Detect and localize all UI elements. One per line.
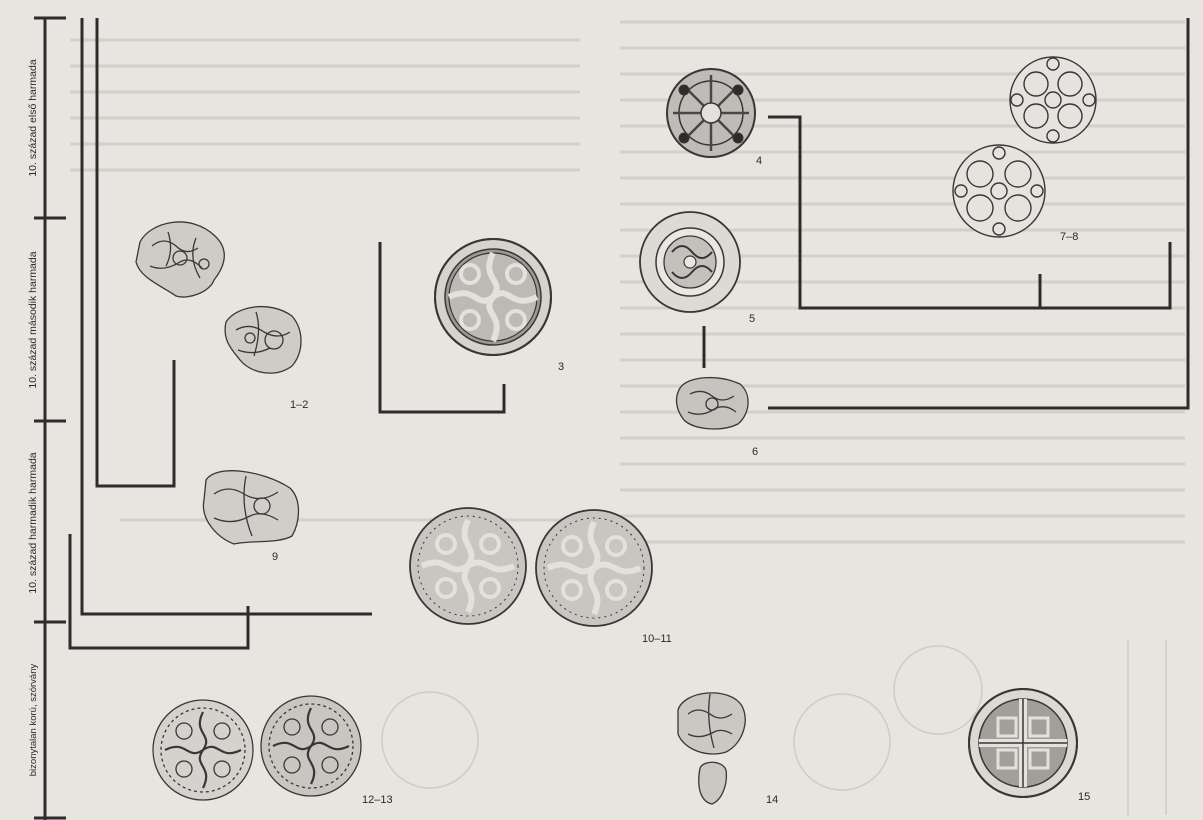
artifact-7 (1010, 57, 1096, 143)
label-12-13: 12–13 (362, 794, 393, 806)
label-10-11: 10–11 (642, 633, 672, 645)
artifact-11 (536, 510, 652, 626)
label-5: 5 (749, 313, 755, 325)
artifact-15 (969, 689, 1077, 797)
artifact-6 (677, 378, 749, 429)
artifact-2 (225, 307, 301, 374)
period-label-3: 10. század harmadik harmada (27, 452, 39, 593)
artifact-14 (678, 693, 745, 804)
artifact-10 (410, 508, 526, 624)
label-1-2: 1–2 (290, 399, 308, 411)
bracket-9 (70, 534, 248, 648)
artifact-5 (640, 212, 740, 312)
label-3: 3 (558, 361, 564, 373)
label-9: 9 (272, 551, 278, 563)
artifact-13 (261, 696, 361, 796)
label-7-8: 7–8 (1060, 231, 1078, 243)
label-14: 14 (766, 794, 778, 806)
period-label-2: 10. század második harmada (27, 251, 39, 388)
period-label-1: 10. század első harmada (27, 59, 39, 176)
artifact-9 (203, 471, 298, 544)
artifact-3 (435, 239, 551, 355)
artifact-8 (953, 145, 1045, 237)
period-label-4: bizonytalan korú, szórvány (28, 664, 39, 777)
label-6: 6 (752, 446, 758, 458)
artifact-12 (153, 700, 253, 800)
label-15: 15 (1078, 791, 1090, 803)
artifact-1 (136, 222, 224, 297)
label-4: 4 (756, 155, 762, 167)
artifact-4 (667, 69, 755, 157)
